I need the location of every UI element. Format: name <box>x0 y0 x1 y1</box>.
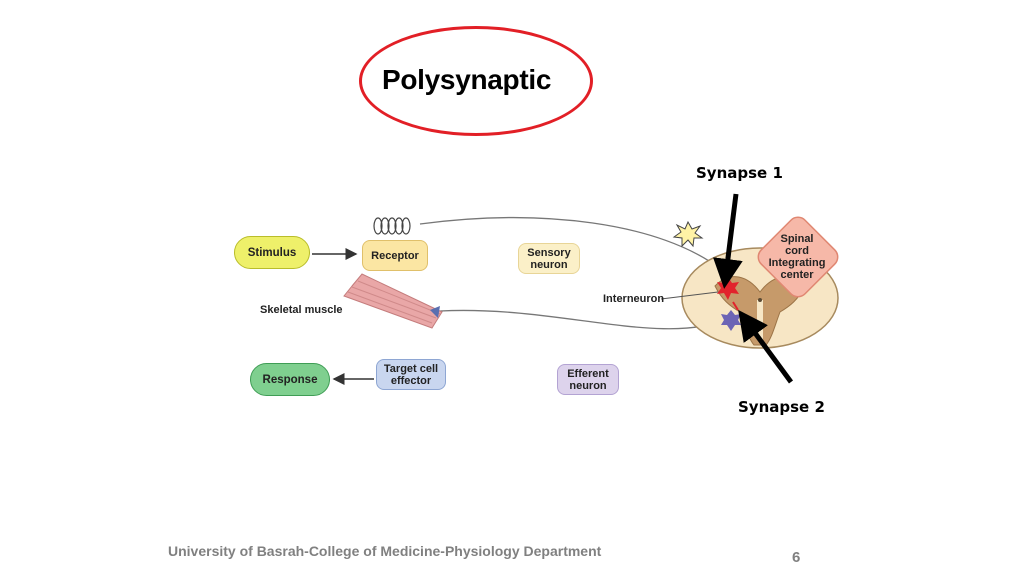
starburst-icon <box>672 220 704 248</box>
purple-neuron-icon <box>721 310 741 331</box>
skeletal-muscle-icon <box>343 273 443 329</box>
footer-text: University of Basrah-College of Medicine… <box>168 543 602 559</box>
synapse-2-arrow <box>738 309 794 384</box>
spinal-center-label: Spinal cord Integrating center <box>768 233 826 281</box>
efferent-neuron-node: Efferent neuron <box>557 364 619 395</box>
response-node: Response <box>250 363 330 396</box>
spinal-center-diamond <box>757 216 839 298</box>
sensory-fiber <box>419 217 723 271</box>
sensory-neuron-node: Sensory neuron <box>518 243 580 274</box>
synapse-1-arrow <box>712 193 743 289</box>
stimulus-node: Stimulus <box>234 236 310 269</box>
target-cell-node: Target cell effector <box>376 359 446 390</box>
interneuron-label: Interneuron <box>603 293 665 305</box>
page-number: 6 <box>792 549 801 566</box>
synapse-2-label: Synapse 2 <box>738 398 825 416</box>
title-ellipse <box>359 26 593 136</box>
synapse-1-label: Synapse 1 <box>696 164 783 182</box>
skeletal-muscle-label: Skeletal muscle <box>260 304 343 316</box>
slide-title: Polysynaptic <box>382 64 552 95</box>
interneuron-pointer <box>660 291 719 300</box>
receptor-coil-icon <box>373 217 411 235</box>
receptor-node: Receptor <box>362 240 428 271</box>
